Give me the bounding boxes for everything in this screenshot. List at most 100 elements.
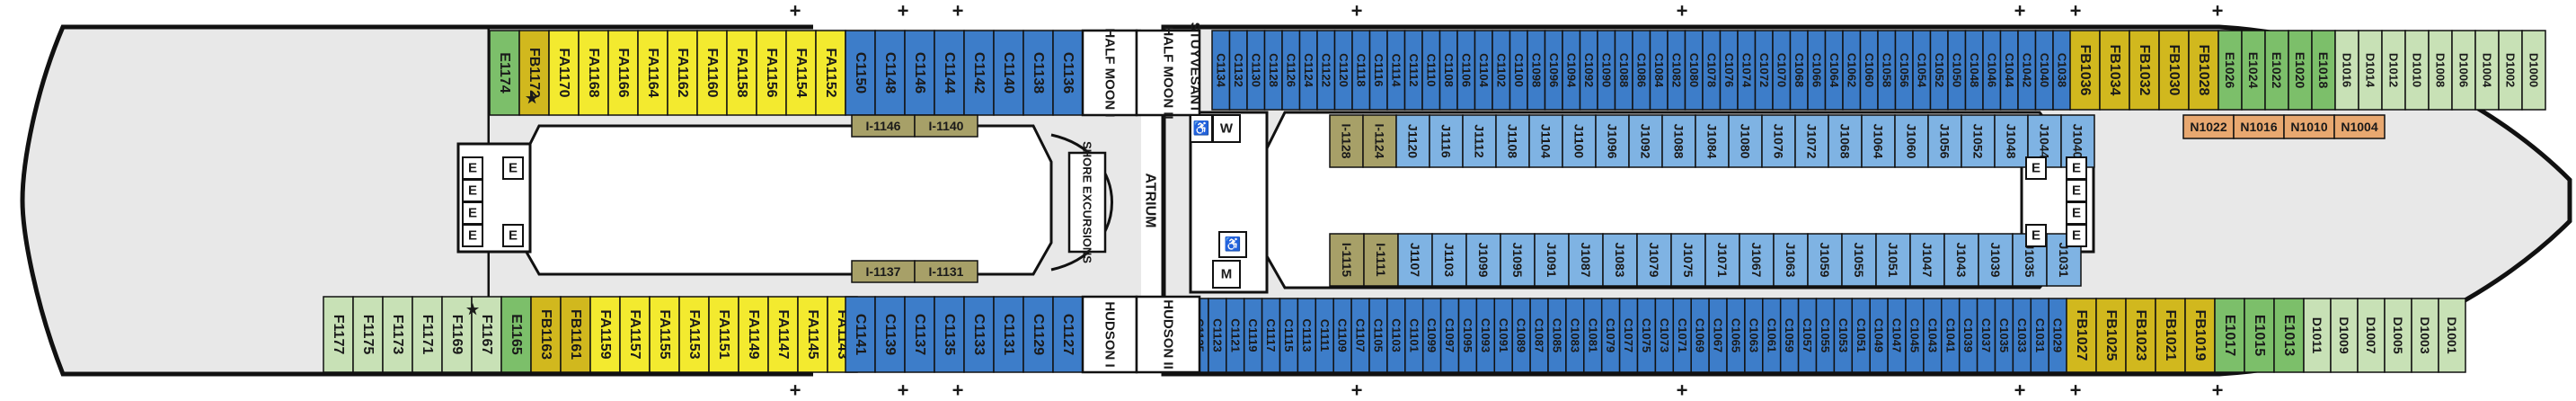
cabin bbox=[904, 30, 935, 116]
cabin-label: C1068 bbox=[1793, 53, 1806, 87]
cabin-label: FA1164 bbox=[645, 48, 660, 97]
cabin-label: C1056 bbox=[1898, 53, 1911, 87]
cabin-label: C1082 bbox=[1669, 53, 1683, 87]
cabin-label: C1045 bbox=[1908, 318, 1921, 352]
cabin-label: C1102 bbox=[1494, 53, 1508, 87]
cabin bbox=[2155, 298, 2186, 373]
elevator-icon: E bbox=[468, 161, 477, 176]
cabin bbox=[1761, 114, 1796, 168]
cabin bbox=[1794, 114, 1829, 168]
cabin-label: C1098 bbox=[1529, 53, 1543, 87]
cabin-label: C1065 bbox=[1729, 318, 1742, 352]
cabin-label: C1093 bbox=[1479, 318, 1492, 352]
elevator-icon-box bbox=[462, 224, 483, 247]
cabin-label: C1140 bbox=[1001, 52, 1016, 94]
cabin-label: F1171 bbox=[420, 315, 435, 355]
cabin-label: D1002 bbox=[2504, 53, 2518, 87]
cabin-label: D1006 bbox=[2457, 53, 2471, 87]
cabin bbox=[904, 296, 935, 373]
cabin-label: C1071 bbox=[1676, 318, 1689, 352]
cabin-label: FA1154 bbox=[793, 48, 809, 97]
cabin-label: C1061 bbox=[1765, 318, 1778, 352]
cabin-label: J1067 bbox=[1749, 243, 1764, 278]
cabin-label: I-1124 bbox=[1373, 124, 1387, 159]
cabin-label: FA1149 bbox=[746, 309, 761, 359]
plus-marker: + bbox=[790, 379, 801, 401]
cabin-label: C1066 bbox=[1810, 53, 1823, 87]
cabin-label: D1016 bbox=[2341, 53, 2354, 87]
cabin-label: FB1032 bbox=[2137, 45, 2152, 96]
cabin-label: J1048 bbox=[2005, 124, 2019, 159]
men-restroom-icon: M bbox=[1221, 267, 1233, 282]
cabin bbox=[1828, 114, 1863, 168]
cabin-label: D1014 bbox=[2364, 53, 2377, 88]
plus-marker: + bbox=[952, 0, 964, 22]
cabin bbox=[619, 296, 651, 373]
cabin-label: C1091 bbox=[1497, 318, 1510, 352]
cabin bbox=[1362, 114, 1397, 168]
cabin-label: J1056 bbox=[1938, 124, 1952, 159]
cabin-label: J1039 bbox=[1988, 243, 2003, 278]
cabin-label: C1054 bbox=[1915, 53, 1928, 88]
cabin bbox=[1628, 114, 1663, 168]
cabin-label: J1092 bbox=[1639, 124, 1653, 159]
cabin bbox=[1052, 296, 1084, 373]
accessible-icon-box bbox=[1218, 231, 1247, 258]
cabin bbox=[1431, 233, 1467, 287]
cabin-label: C1124 bbox=[1302, 53, 1315, 87]
plus-marker: + bbox=[2212, 0, 2224, 22]
cabin-label: FB1028 bbox=[2196, 45, 2211, 96]
cabin-label: C1123 bbox=[1210, 318, 1224, 352]
cabin-label: FA1157 bbox=[627, 309, 642, 359]
cabin-label: D1012 bbox=[2387, 53, 2401, 87]
cabin-label: C1103 bbox=[1389, 318, 1403, 352]
cabin bbox=[797, 296, 828, 373]
cabin bbox=[1943, 233, 1979, 287]
cabin bbox=[851, 260, 916, 283]
cabin-label: C1064 bbox=[1828, 53, 1841, 88]
cabin-label: C1058 bbox=[1880, 53, 1893, 87]
room-label-hudson-i: HUDSON I bbox=[1102, 301, 1118, 367]
cabin bbox=[963, 296, 995, 373]
cabin-label: C1113 bbox=[1300, 319, 1314, 352]
cabin-label: D1008 bbox=[2434, 53, 2448, 87]
elevator-icon: E bbox=[2072, 183, 2081, 199]
cabin-label: J1059 bbox=[1818, 243, 1832, 278]
cabin bbox=[1861, 114, 1896, 168]
cabin-label: C1150 bbox=[853, 52, 868, 94]
cabin bbox=[548, 30, 580, 116]
cabin-label: C1117 bbox=[1264, 319, 1278, 352]
cabin-label: C1128 bbox=[1267, 53, 1280, 87]
cabin bbox=[1495, 114, 1530, 168]
cabin-label: J1104 bbox=[1539, 124, 1554, 158]
cabin bbox=[2384, 298, 2412, 373]
room-shore-excursions bbox=[1067, 151, 1107, 254]
cabin bbox=[1528, 114, 1563, 168]
plus-marker: + bbox=[1351, 379, 1363, 401]
cabin bbox=[412, 296, 443, 373]
cabin bbox=[2311, 30, 2336, 111]
cabin bbox=[874, 296, 906, 373]
cabin bbox=[1602, 233, 1638, 287]
cabin-label: C1121 bbox=[1228, 318, 1242, 352]
cabin bbox=[1728, 114, 1763, 168]
elevator-icon: E bbox=[2032, 228, 2040, 244]
cabin bbox=[2451, 30, 2476, 111]
cabin-label: C1120 bbox=[1337, 53, 1350, 87]
plus-marker: + bbox=[2070, 0, 2082, 22]
cabin bbox=[2241, 30, 2266, 111]
cabin bbox=[767, 296, 799, 373]
star-icon: ★ bbox=[466, 303, 480, 318]
cabin-label: C1148 bbox=[882, 52, 898, 94]
elevator-icon: E bbox=[468, 183, 477, 199]
cabin-label: J1084 bbox=[1705, 124, 1720, 159]
cabin-label: C1060 bbox=[1863, 53, 1876, 87]
cabin-label: J1060 bbox=[1905, 124, 1919, 159]
cabin-label: FA1168 bbox=[586, 48, 601, 97]
atrium-curve bbox=[1050, 133, 1113, 272]
plus-marker: + bbox=[898, 0, 909, 22]
cabin-label: C1031 bbox=[2033, 318, 2047, 352]
cabin-label: J1052 bbox=[1971, 124, 1986, 159]
cabin-label: C1084 bbox=[1652, 53, 1666, 88]
